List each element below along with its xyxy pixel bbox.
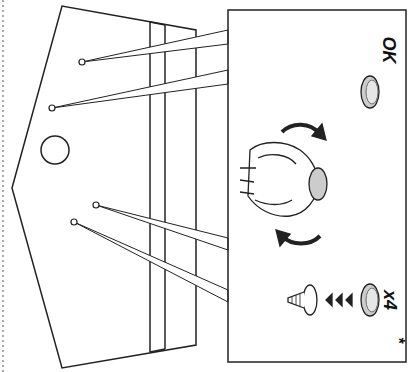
- ok-label: OK: [379, 37, 397, 64]
- detail-box: [228, 10, 406, 362]
- holes: [49, 59, 99, 225]
- footnote-mark: *: [390, 337, 406, 343]
- panel: [12, 6, 196, 368]
- ok-cap: [361, 76, 379, 108]
- hand-turning-cap: [240, 124, 327, 246]
- insert-caps: [288, 284, 379, 316]
- leader-wedges: [52, 30, 228, 302]
- cut-line: [3, 0, 4, 372]
- quantity-label: x4: [381, 290, 399, 310]
